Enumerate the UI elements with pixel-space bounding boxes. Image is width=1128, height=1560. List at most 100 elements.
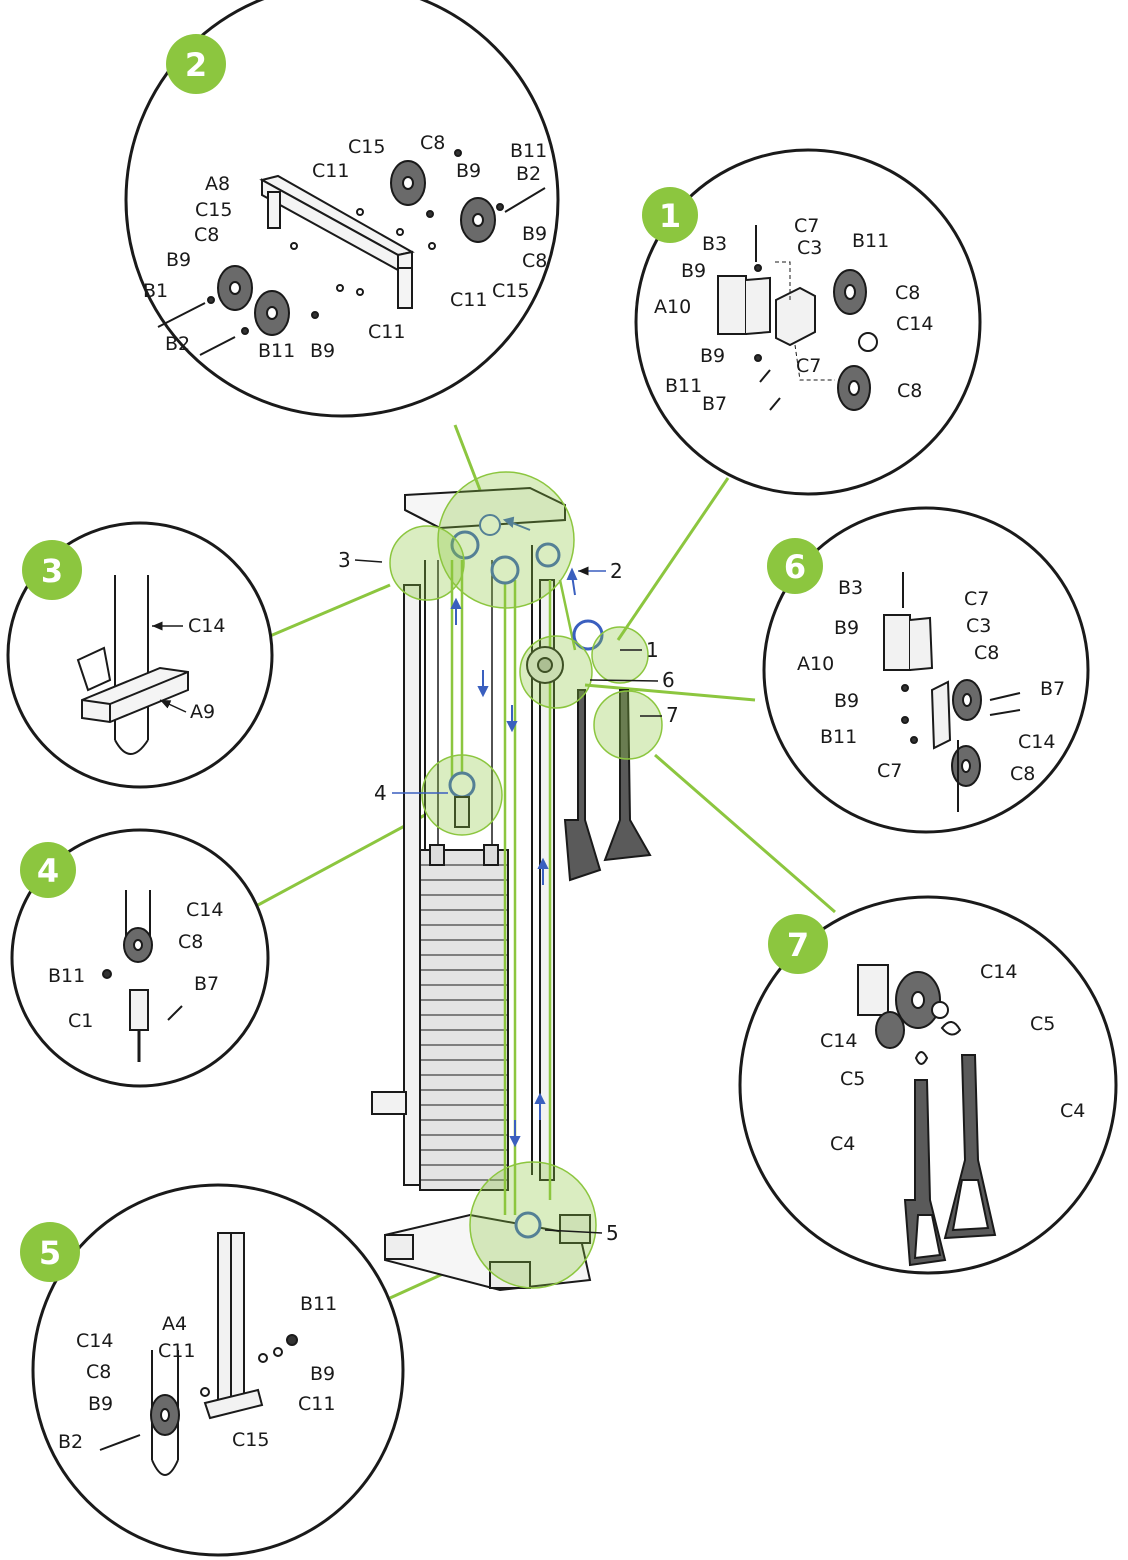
c2-label-13: B1 bbox=[143, 280, 168, 302]
bracket-a10 bbox=[717, 275, 747, 335]
connector-6 bbox=[584, 683, 756, 702]
c2-label-12: B9 bbox=[166, 249, 191, 271]
connector-3 bbox=[269, 583, 391, 638]
zone-7 bbox=[593, 690, 663, 760]
c2-label-10: C8 bbox=[194, 224, 219, 246]
main-marker-2: 2 bbox=[610, 559, 623, 583]
plate-c1 bbox=[129, 989, 149, 1031]
callout-2: C15 C8 B11 C11 B9 B2 A8 C15 B9 C8 C8 B9 … bbox=[124, 0, 560, 418]
pulley-wheels bbox=[217, 160, 496, 336]
c6-label-11: C7 bbox=[877, 760, 902, 782]
c4-label-3: B11 bbox=[48, 965, 85, 987]
svg-text:4: 4 bbox=[37, 852, 59, 890]
c1-label-10: C7 bbox=[796, 355, 821, 377]
badge-6: 6 bbox=[767, 538, 823, 594]
weight-stack bbox=[419, 849, 509, 1191]
c5-label-2: A4 bbox=[162, 1313, 187, 1335]
c7-label-6: C4 bbox=[830, 1133, 855, 1155]
c2-label-18: B9 bbox=[310, 340, 335, 362]
svg-text:3: 3 bbox=[41, 552, 63, 590]
c2-label-6: B2 bbox=[516, 163, 541, 185]
c3-label-2: A9 bbox=[190, 701, 215, 723]
badge-3: 3 bbox=[22, 540, 82, 600]
connector-4 bbox=[257, 813, 426, 907]
zone-6 bbox=[519, 635, 593, 709]
c5-label-4: C11 bbox=[158, 1340, 195, 1362]
c4-label-4: B7 bbox=[194, 973, 219, 995]
zone-2 bbox=[437, 471, 575, 609]
c7-label-1: C14 bbox=[980, 961, 1017, 983]
c7-label-2: C5 bbox=[1030, 1013, 1055, 1035]
c6-label-2: C7 bbox=[964, 588, 989, 610]
c1-label-7: A10 bbox=[654, 296, 691, 318]
c5-label-9: C15 bbox=[232, 1429, 269, 1451]
c6-label-5: C8 bbox=[974, 642, 999, 664]
c5-label-6: C8 bbox=[86, 1361, 111, 1383]
zone-1 bbox=[591, 626, 649, 684]
ball-c14 bbox=[858, 332, 878, 352]
c2-label-9: B9 bbox=[522, 223, 547, 245]
c3-label-1: C14 bbox=[188, 615, 225, 637]
svg-text:6: 6 bbox=[784, 548, 806, 586]
c2-label-3: B11 bbox=[510, 140, 547, 162]
swivel-c3-b bbox=[930, 680, 952, 750]
c7-label-5: C4 bbox=[1060, 1100, 1085, 1122]
carabiner-c5-right bbox=[940, 1021, 962, 1036]
c1-label-4: B11 bbox=[852, 230, 889, 252]
bolts-and-nuts bbox=[157, 149, 546, 356]
c5-label-7: C11 bbox=[298, 1393, 335, 1415]
c2-label-7: A8 bbox=[205, 173, 230, 195]
svg-text:7: 7 bbox=[787, 926, 809, 964]
callout-7: C14 C5 C14 C5 C4 C4 7 bbox=[738, 895, 1118, 1275]
svg-text:2: 2 bbox=[185, 46, 207, 84]
callout-4: C14 C8 B11 B7 C1 4 bbox=[10, 828, 270, 1088]
main-marker-1: 1 bbox=[646, 638, 659, 662]
c1-label-3: C3 bbox=[797, 237, 822, 259]
c5-label-5: B9 bbox=[310, 1363, 335, 1385]
c6-label-9: B11 bbox=[820, 726, 857, 748]
c2-label-5: B9 bbox=[456, 160, 481, 182]
c4-label-5: C1 bbox=[68, 1010, 93, 1032]
main-marker-7: 7 bbox=[666, 703, 679, 727]
main-marker-4: 4 bbox=[374, 781, 387, 805]
handle-left bbox=[563, 689, 602, 882]
c5-label-3: C14 bbox=[76, 1330, 113, 1352]
cables bbox=[450, 560, 577, 1215]
c6-label-10: C14 bbox=[1018, 731, 1055, 753]
zone-3 bbox=[389, 525, 465, 601]
swivel-c3 bbox=[775, 286, 816, 347]
callout-1: B3 C7 C3 B11 B9 C8 A10 C14 B9 C7 B11 B7 … bbox=[634, 148, 982, 496]
badge-5: 5 bbox=[20, 1222, 80, 1282]
frame-a9 bbox=[81, 666, 189, 724]
c5-label-1: B11 bbox=[300, 1293, 337, 1315]
c1-label-9: B9 bbox=[700, 345, 725, 367]
c1-label-1: B3 bbox=[702, 233, 727, 255]
callout-3: C14 A9 3 bbox=[6, 521, 274, 789]
main-marker-5: 5 bbox=[606, 1221, 619, 1245]
crossbar-a8 bbox=[259, 174, 415, 309]
c6-label-1: B3 bbox=[838, 577, 863, 599]
c1-label-13: C8 bbox=[897, 380, 922, 402]
main-marker-6: 6 bbox=[662, 668, 675, 692]
strap-c4-left bbox=[903, 1079, 947, 1267]
svg-text:5: 5 bbox=[39, 1234, 61, 1272]
c5-label-8: B9 bbox=[88, 1393, 113, 1415]
svg-text:1: 1 bbox=[659, 197, 681, 235]
cable-machine bbox=[371, 486, 652, 1292]
c4-label-2: C8 bbox=[178, 931, 203, 953]
carabiner-c5-left bbox=[914, 1051, 929, 1065]
c2-label-8: C15 bbox=[195, 199, 232, 221]
bracket-a10-b bbox=[883, 614, 911, 671]
zone-5 bbox=[469, 1161, 597, 1289]
c6-label-12: C8 bbox=[1010, 763, 1035, 785]
c6-label-6: A10 bbox=[797, 653, 834, 675]
c2-label-17: B11 bbox=[258, 340, 295, 362]
callout-5: B11 A4 C14 C11 B9 C8 C11 B9 C15 B2 5 bbox=[20, 1183, 405, 1557]
badge-2: 2 bbox=[166, 34, 226, 94]
callout-6: B3 C7 B9 C3 C8 A10 B7 B9 B11 C14 C7 C8 6 bbox=[762, 506, 1090, 834]
c6-label-4: C3 bbox=[966, 615, 991, 637]
c2-label-16: B2 bbox=[165, 333, 190, 355]
c1-label-6: C8 bbox=[895, 282, 920, 304]
direction-arrows bbox=[450, 516, 578, 1148]
